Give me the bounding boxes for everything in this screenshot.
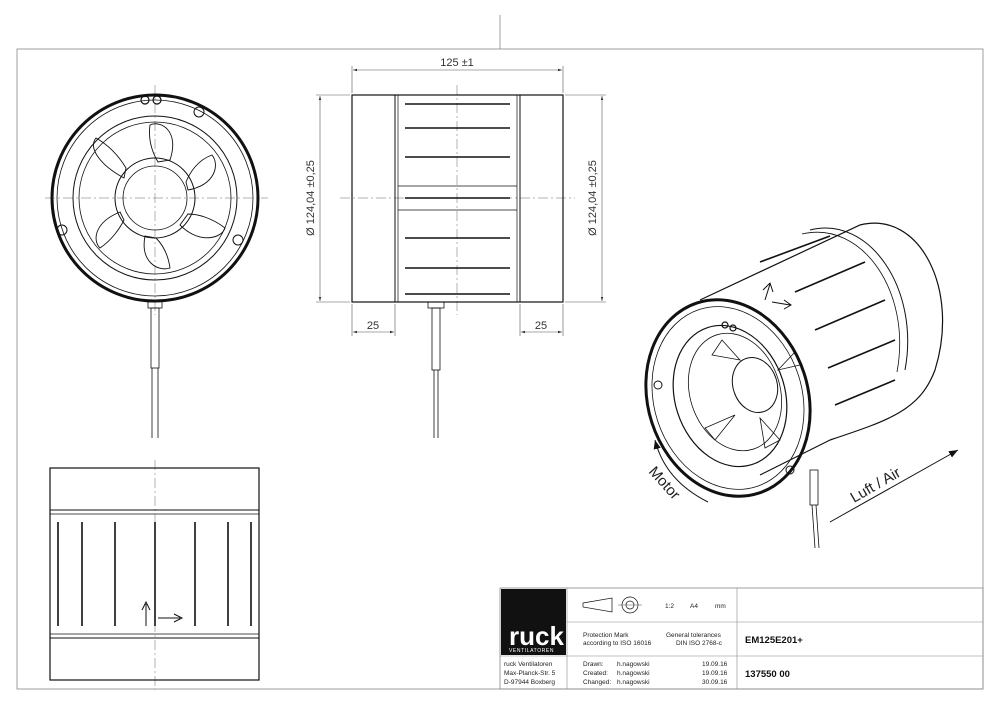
logo-subtext: VENTILATOREN: [509, 648, 554, 654]
paper-size: A4: [690, 603, 698, 610]
company-street: Max-Planck-Str. 5: [504, 670, 556, 677]
changed-date: 30.09.16: [702, 679, 728, 686]
drawn-name: h.nagowski: [617, 661, 650, 668]
side-view: 125 ±1 Ø 124,04 ±0,25 Ø 124,04 ±0,25 25 …: [305, 57, 606, 438]
title-block: ruck VENTILATOREN ruck Ventilatoren Max-…: [499, 587, 984, 690]
top-view: [49, 460, 260, 690]
model-number: EM125E201+: [745, 635, 803, 646]
created-name: h.nagowski: [617, 670, 650, 677]
company-name: ruck Ventilatoren: [504, 661, 553, 668]
dim-endcap-left: 25: [367, 320, 379, 332]
projection-symbol: [582, 596, 642, 614]
tolerance-standard: DIN ISO 2768-c: [676, 640, 723, 647]
created-label: Created:: [583, 670, 608, 677]
dim-diameter-right: Ø 124,04 ±0,25: [587, 160, 599, 236]
created-date: 19.09.16: [702, 670, 728, 677]
changed-label: Changed:: [583, 679, 611, 686]
dim-length: 125 ±1: [440, 57, 474, 69]
company-logo: [501, 589, 566, 655]
company-city: D-97944 Boxberg: [504, 679, 555, 686]
drawn-date: 19.09.16: [702, 661, 728, 668]
dim-diameter-left: Ø 124,04 ±0,25: [305, 160, 317, 236]
changed-name: h.nagowski: [617, 679, 650, 686]
general-tolerances: General tolerances: [666, 632, 722, 639]
unit: mm: [715, 603, 726, 610]
logo-text: ruck: [509, 621, 564, 651]
protection-mark: Protection Mark: [583, 632, 629, 639]
front-view: [45, 85, 268, 438]
scale: 1:2: [665, 603, 674, 610]
dim-endcap-right: 25: [535, 320, 547, 332]
drawn-label: Drawn:: [583, 661, 604, 668]
motor-label: Motor: [645, 463, 683, 503]
protection-standard: according to ISO 16016: [583, 640, 652, 647]
isometric-view: Motor Luft / Air: [644, 222, 959, 549]
article-number: 137550 00: [745, 669, 790, 680]
